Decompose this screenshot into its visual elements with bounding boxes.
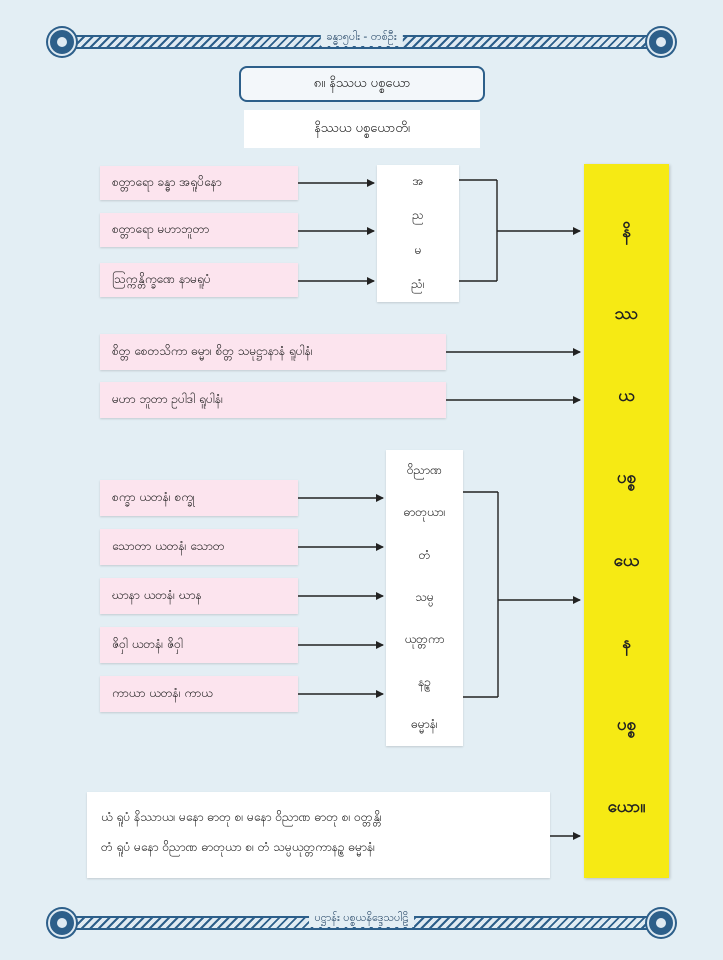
section-heading: ၈။ နိဿယ ပစ္စယော	[239, 66, 485, 102]
column-word: ည	[412, 208, 424, 223]
medallion-icon	[647, 28, 675, 56]
column-word: ညံ၊	[411, 276, 425, 291]
condition-box: စိတ္တ စေတသိကာ ဓမ္မာ၊ စိတ္တ သမုဋ္ဌာနာနံ ရ…	[100, 334, 446, 370]
footer-title: ပဋ္ဌာန်း ပစ္စယနိဒ္ဒေသပါဠိ	[308, 911, 415, 927]
footer-banner: ပဋ္ဌာန်း ပစ္စယနိဒ္ဒေသပါဠိ	[40, 909, 683, 937]
condition-box: ကာယာ ယတနံ၊ ကာယ	[100, 676, 298, 712]
consciousness-column: ဝိညာဏ ဓာတုယာ၊ တံ သမ္ပ ယုတ္တကာ နဉ္စ ဓမ္မာ…	[386, 450, 463, 746]
result-syllable: ယေ	[613, 550, 640, 571]
result-syllable: ယ	[618, 386, 635, 407]
condition-box: သောတာ ယတနံ၊ သောတ	[100, 529, 298, 565]
medallion-icon	[48, 909, 76, 937]
mutual-column: အ ည မ ညံ၊	[377, 165, 459, 302]
condition-box: ဇိဝှါ ယတနံ၊ ဇိဝှါ	[100, 627, 298, 663]
column-word: ဝိညာဏ	[406, 463, 443, 478]
statement-line: တံ ရူပံ မနော ဝိညာဏ ဓာတုယာ စ၊ တံ သမ္ပယုတ္…	[101, 840, 376, 854]
medallion-icon	[48, 28, 76, 56]
column-word: နဉ္စ	[418, 674, 431, 689]
condition-box: စတ္တာရော ခန္ဓာ အရူပိနော	[100, 166, 298, 200]
bottom-statement: ယံ ရူပံ နိဿာယ၊ မနော ဓာတု စ၊ မနော ဝိညာဏ ဓ…	[87, 792, 550, 878]
result-syllable: ပစ္စ	[616, 468, 637, 489]
column-word: မ	[414, 242, 422, 257]
column-word: ယုတ္တကာ	[404, 632, 445, 647]
condition-box: သြက္ကန္တိက္ခဏေ နာမရူပံ	[100, 263, 298, 297]
column-word: သမ္ပ	[415, 589, 434, 604]
section-subheading: နိဿယ ပစ္စယောတိ၊	[244, 110, 480, 148]
result-syllable: ပစ္စ	[616, 714, 637, 735]
result-syllable: နိ	[622, 222, 631, 243]
column-word: ဓာတုယာ၊	[403, 505, 446, 520]
header-title: ခန္ဓာ၅ပါး - တစ်ဦး	[320, 30, 403, 46]
result-syllable: န	[622, 632, 631, 653]
condition-box: စက္ခာ ယတနံ၊ စက္ခု	[100, 480, 298, 516]
result-column: နိ ဿ ယ ပစ္စ ယေ န ပစ္စ ယော။	[584, 164, 669, 878]
condition-box: မဟာ ဘူတာ ဥပါဒါ ရူပါနံ၊	[100, 382, 446, 418]
medallion-icon	[647, 909, 675, 937]
result-syllable: ဿ	[614, 304, 639, 325]
condition-box: ဃာနာ ယတနံ၊ ဃာန	[100, 578, 298, 614]
statement-line: ယံ ရူပံ နိဿာယ၊ မနော ဓာတု စ၊ မနော ဝိညာဏ ဓ…	[101, 810, 382, 824]
result-syllable: ယော။	[607, 796, 646, 817]
condition-box: စတ္တာရော မဟာဘူတာ	[100, 213, 298, 247]
column-word: တံ	[418, 547, 431, 562]
column-word: အ	[412, 174, 424, 189]
header-banner: ခန္ဓာ၅ပါး - တစ်ဦး	[40, 28, 683, 56]
column-word: ဓမ္မာနံ၊	[411, 716, 438, 731]
